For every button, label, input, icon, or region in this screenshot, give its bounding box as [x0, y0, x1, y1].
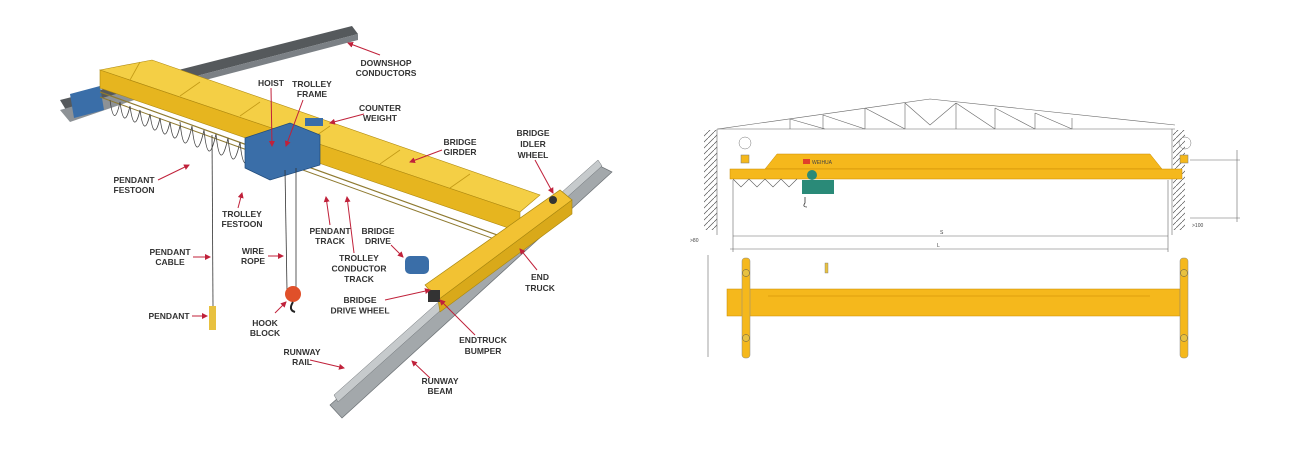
bridge-drive — [405, 256, 429, 274]
length-dimension: L — [937, 243, 940, 249]
hoist — [244, 122, 321, 181]
overhead-crane-illustration — [60, 26, 613, 419]
electric-hoist — [802, 170, 834, 208]
right-clearance-dimension: >100 — [1192, 223, 1203, 229]
brand-label: WEIHUA — [812, 160, 833, 166]
roof-truss — [716, 98, 1176, 235]
label-hoist: HOIST — [258, 78, 285, 88]
span-dimension: S — [940, 230, 944, 236]
label-pendant: PENDANT — [148, 311, 190, 321]
right-wall — [1173, 130, 1185, 230]
bridge-idler-wheel — [549, 196, 557, 204]
left-clearance-dimension: >80 — [690, 238, 699, 244]
pendant — [209, 306, 216, 330]
counter-weight — [305, 118, 323, 126]
plan-view — [726, 257, 1189, 359]
dimension-lines — [707, 150, 1240, 357]
crane-elevation-drawing: WEIHUA S L >80 >100 — [690, 98, 1240, 359]
callout-arrows — [157, 41, 554, 379]
bridge-drive-wheel — [428, 290, 440, 302]
left-wall — [704, 130, 717, 230]
hook-block — [285, 286, 301, 302]
